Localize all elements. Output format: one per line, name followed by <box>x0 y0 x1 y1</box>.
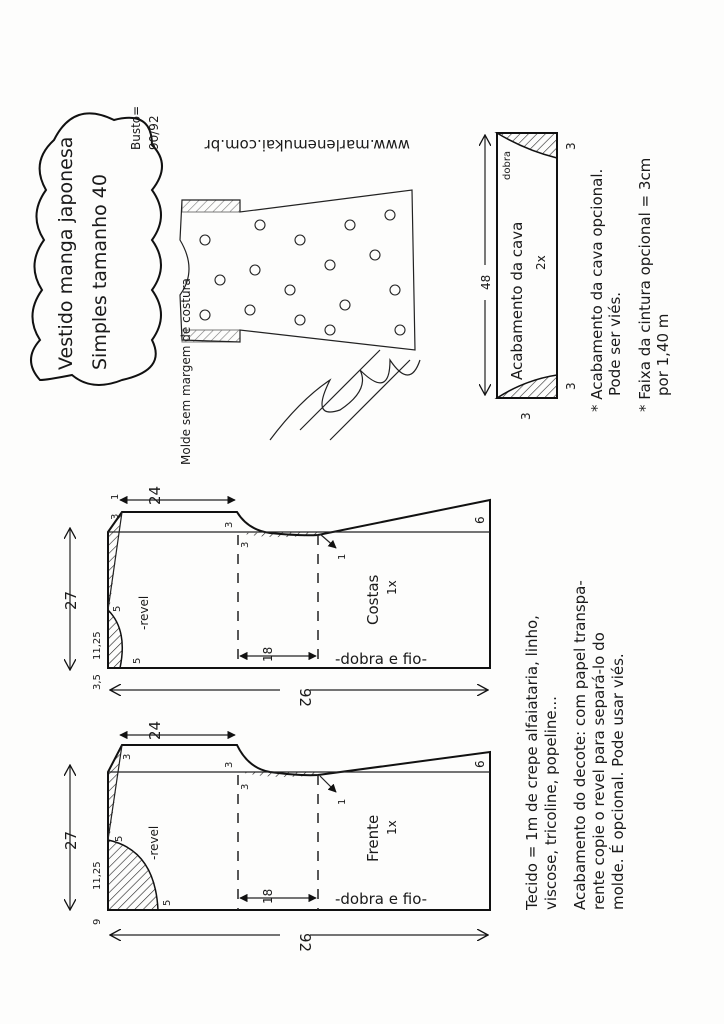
front-piece-label: Frente <box>364 815 382 862</box>
svg-text:Molde sem margem de costura: Molde sem margem de costura <box>179 278 193 465</box>
back-dim-shoulder: 24 <box>146 486 164 505</box>
front-dim-armhole: 3 <box>224 762 235 768</box>
back-pattern-piece: 24 27 92 11,25 5 3 1 3,5 3 3 18 6 1 5 -r… <box>62 486 491 707</box>
facing-fold: dobra <box>502 151 513 180</box>
front-piece-count: 1x <box>385 820 399 835</box>
front-dim-armhole-b: 3 <box>240 784 251 790</box>
front-dim-revel-width: 5 <box>162 900 173 906</box>
back-dim-underarm: 18 <box>261 647 275 662</box>
front-dim-neck-width: 5 <box>114 836 125 842</box>
svg-text:Tecido = 1m de crepe alfaiatar: Tecido = 1m de crepe alfaiataria, linho, <box>523 615 541 911</box>
svg-text:* Acabamento da cava opcional.: * Acabamento da cava opcional. <box>588 169 606 412</box>
svg-text:viscose, tricoline, popeline..: viscose, tricoline, popeline... <box>542 696 560 910</box>
bust-value: 90/92 <box>147 115 161 150</box>
back-dim-length: 92 <box>296 688 314 707</box>
svg-text:Acabamento do decote: com pape: Acabamento do decote: com papel transpa- <box>571 580 589 910</box>
back-dim-neck-drop: 3,5 <box>92 674 103 690</box>
front-dim-neck-drop: 9 <box>92 919 103 925</box>
back-facing-label: -revel <box>137 596 151 630</box>
svg-text:rente copie o revel para separ: rente copie o revel para separá-lo do <box>590 632 608 910</box>
notes-bottom: Tecido = 1m de crepe alfaiataria, linho,… <box>523 580 627 911</box>
svg-text:* Faixa da cintura opcional =: * Faixa da cintura opcional = 3cm <box>636 158 654 412</box>
front-dim-width: 27 <box>62 831 80 850</box>
front-dim-waist: 1 <box>337 799 348 805</box>
back-dim-shoulder-drop: 3 <box>110 514 121 520</box>
front-dim-shoulder: 24 <box>146 721 164 740</box>
back-dim-waist: 1 <box>337 554 348 560</box>
front-dim-underarm: 18 <box>261 889 275 904</box>
back-dim-revel-width: 5 <box>132 658 143 664</box>
back-dim-armhole-b: 3 <box>240 542 251 548</box>
facing-dim-side: 3 <box>519 412 533 420</box>
svg-text:Pode ser viés.: Pode ser viés. <box>606 292 624 396</box>
front-dim-neck-depth: 11,25 <box>92 861 103 890</box>
front-dim-shoulder-drop: 3 <box>122 754 133 760</box>
title-line-1: Vestido manga japonesa <box>55 137 77 370</box>
title-line-2: Simples tamanho 40 <box>89 174 111 370</box>
svg-text:por 1,40 m: por 1,40 m <box>654 314 672 396</box>
front-dim-hem: 6 <box>473 760 487 768</box>
facing-count: 2x <box>534 255 548 270</box>
back-dim-neck-depth: 11,25 <box>92 631 103 660</box>
facing-dim-top: 3 <box>564 142 578 150</box>
front-pattern-piece: 24 27 92 11,25 5 3 9 3 3 18 6 1 5 -revel… <box>62 721 491 952</box>
front-dim-length: 92 <box>296 933 314 952</box>
bust-label: Busto= <box>129 106 143 150</box>
back-piece-label: Costas <box>364 574 382 625</box>
facing-length: 48 <box>479 275 493 290</box>
back-dim-width: 27 <box>62 591 80 610</box>
back-dim-armhole: 3 <box>224 522 235 528</box>
back-dim-neck-width: 5 <box>112 606 123 612</box>
back-dim-hem: 6 <box>473 516 487 524</box>
armhole-facing-piece: Acabamento da cava 2x dobra 48 3 3 3 <box>479 132 578 420</box>
facing-dim-bottom: 3 <box>564 382 578 390</box>
notes-right: * Acabamento da cava opcional. Pode ser … <box>588 158 672 412</box>
website-url: www.marlenemukai.com.br <box>204 136 410 154</box>
title-cloud: Vestido manga japonesa Simples tamanho 4… <box>30 112 163 386</box>
back-fold-label: -dobra e fio- <box>335 650 427 668</box>
dress-illustration <box>179 189 416 351</box>
front-facing-label: -revel <box>147 826 161 860</box>
illustration-note: Molde sem margem de costura <box>179 278 193 465</box>
front-fold-label: -dobra e fio- <box>335 890 427 908</box>
back-dim-shoulder-rise: 1 <box>110 494 121 500</box>
signature <box>269 349 421 441</box>
back-piece-count: 1x <box>385 580 399 595</box>
facing-label: Acabamento da cava <box>508 222 526 380</box>
svg-text:molde. É opcional. Pode usar v: molde. É opcional. Pode usar viés. <box>608 653 627 910</box>
